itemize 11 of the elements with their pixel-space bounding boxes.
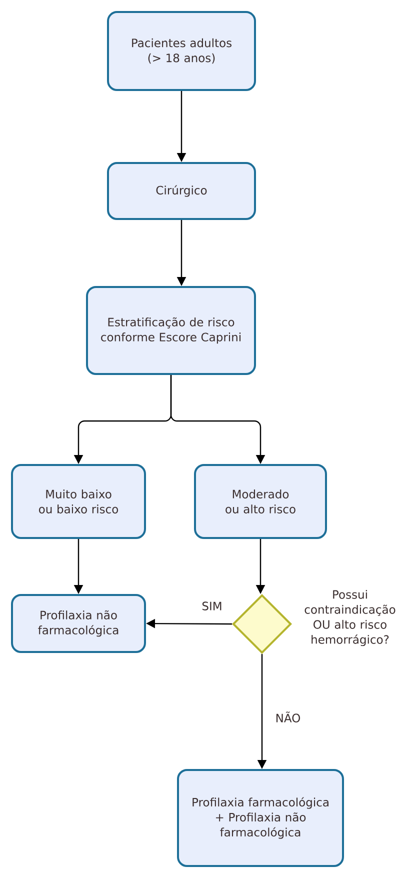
question-text: Possui contraindicação OU alto risco hemorrágico? <box>304 590 396 646</box>
process-box: Estratificação de risco conforme Escore Caprini <box>86 286 256 375</box>
process-box: Profilaxia farmacológica + Profilaxia não farmacológica <box>177 769 344 867</box>
process-box: Moderado ou alto risco <box>194 464 327 539</box>
process-box: Muito baixo ou baixo risco <box>11 464 146 539</box>
decision-diamond <box>232 594 292 654</box>
edge-label: NÃO <box>274 710 302 724</box>
process-box: Profilaxia não farmacológica <box>11 594 146 653</box>
edge-label: SIM <box>200 600 224 612</box>
process-box: Pacientes adultos (> 18 anos) <box>107 11 256 91</box>
process-box: Cirúrgico <box>107 162 256 220</box>
